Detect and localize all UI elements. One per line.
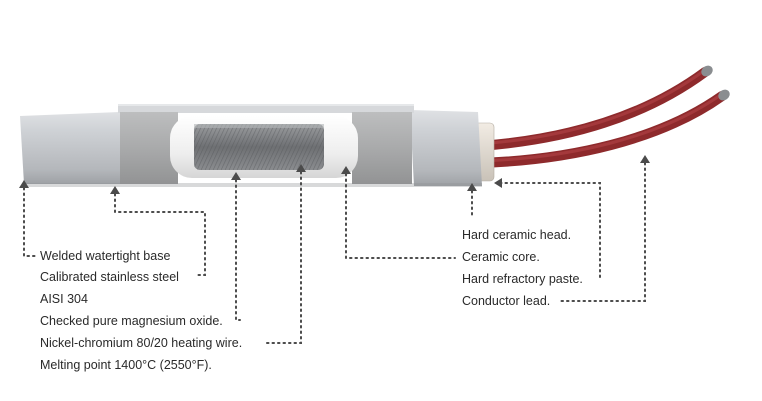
leader-wire (264, 171, 302, 344)
leader-magnesium (235, 179, 241, 321)
tube-left (20, 112, 124, 184)
ceramic-core-right (352, 112, 412, 184)
leader-ceramic-core (345, 173, 456, 259)
label-magnesium-oxide: Checked pure magnesium oxide. (40, 314, 223, 328)
arrow-refractory (494, 178, 502, 188)
arrow-magnesium (231, 172, 241, 180)
label-stainless-steel: Calibrated stainless steel (40, 270, 179, 284)
tube-right (410, 110, 482, 186)
label-welded-base: Welded watertight base (40, 249, 171, 263)
label-aisi: AISI 304 (40, 292, 88, 306)
arrow-welded-base (19, 180, 29, 188)
arrow-wire (296, 164, 306, 172)
leader-welded-base (23, 187, 36, 257)
label-melting-point: Melting point 1400°C (2550°F). (40, 358, 212, 372)
lead-upper (475, 67, 710, 151)
lead-tip-lower (718, 89, 730, 101)
label-ceramic-core: Ceramic core. (462, 250, 540, 264)
conductor-leads (475, 65, 730, 168)
arrow-conductor (640, 155, 650, 163)
arrow-ceramic-head (467, 183, 477, 191)
leader-refractory (499, 182, 601, 280)
lead-lower (475, 91, 727, 168)
leader-stainless (114, 193, 206, 276)
arrow-ceramic-core (341, 166, 351, 174)
label-heating-wire: Nickel-chromium 80/20 heating wire. (40, 336, 243, 350)
lead-tip-upper (701, 65, 713, 77)
arrow-stainless (110, 186, 120, 194)
label-conductor-lead: Conductor lead. (462, 294, 551, 308)
ceramic-core-left (120, 112, 178, 184)
leader-conductor (559, 162, 646, 302)
pointer-arrows (19, 155, 650, 194)
tube-top-strip (118, 104, 414, 113)
leader-lines (23, 162, 646, 344)
label-ceramic-head: Hard ceramic head. (462, 228, 572, 242)
label-refractory-paste: Hard refractory paste. (462, 272, 583, 286)
